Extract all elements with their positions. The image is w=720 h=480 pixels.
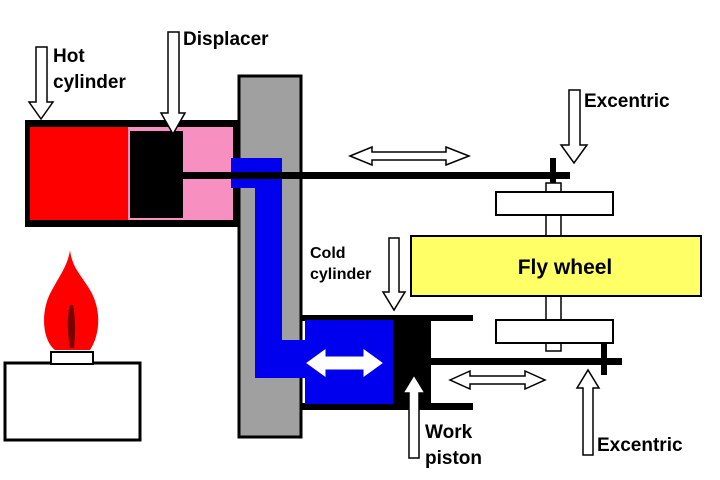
transfer-channel <box>231 158 305 378</box>
excentric-top-pointer-arrow-icon <box>559 89 589 165</box>
displacer-piston <box>130 131 183 218</box>
hot-cylinder-label-line1: Hot <box>53 46 85 67</box>
displacer-motion-arrow-icon <box>348 145 472 167</box>
cold-cylinder-label-line1: Cold <box>310 245 346 262</box>
bottom-eccentric-disc <box>495 319 614 344</box>
work-piston-rod <box>430 358 622 365</box>
hot-gas <box>30 127 128 220</box>
bottom-crank-pin <box>601 342 607 375</box>
cold-cylinder-label-line2: cylinder <box>310 266 371 283</box>
burner <box>3 250 142 442</box>
hot-cylinder-label-line2: cylinder <box>53 72 126 93</box>
cold-cylinder-pointer-arrow-icon <box>381 237 407 312</box>
displacer-pointer-arrow-icon <box>159 31 187 136</box>
excentric-bottom-label: Excentric <box>597 435 683 456</box>
displacer-rod <box>183 172 570 179</box>
top-crank-pin <box>550 158 556 193</box>
burner-wick-holder <box>50 351 94 365</box>
displacer-label: Displacer <box>183 29 269 50</box>
work-piston-pointer-arrow-icon <box>401 373 427 459</box>
cold-cylinder-top-wall <box>300 315 473 321</box>
cold-cylinder-bottom-wall <box>300 403 473 410</box>
fly-wheel-label: Fly wheel <box>518 256 613 279</box>
excentric-bottom-pointer-arrow-icon <box>575 368 601 456</box>
hot-cylinder-pointer-arrow-icon <box>27 46 55 121</box>
work-piston-motion-arrow-icon <box>448 369 547 391</box>
work-piston-label-line2: piston <box>425 448 482 469</box>
flame-icon <box>44 250 99 350</box>
work-piston-label-line1: Work <box>425 422 473 443</box>
flame-core <box>67 305 76 348</box>
cold-gas-motion-arrow-icon <box>306 349 383 377</box>
fly-wheel <box>410 235 702 297</box>
excentric-top-label: Excentric <box>584 91 670 112</box>
top-eccentric-disc <box>495 191 614 216</box>
burner-base <box>3 361 142 442</box>
